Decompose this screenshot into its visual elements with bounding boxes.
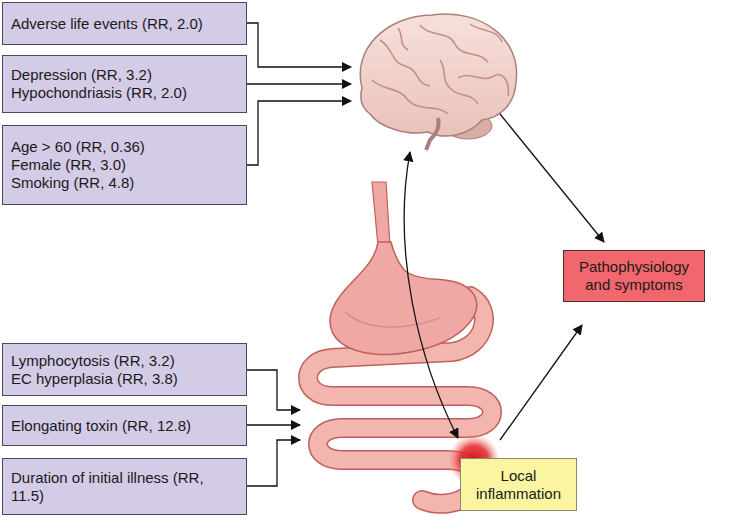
risk-factor-box: Lymphocytosis (RR, 3.2)EC hyperplasia (R… <box>2 343 247 396</box>
cerebrum <box>360 14 516 136</box>
brain-gyrus <box>398 28 408 50</box>
stomach-fold <box>345 312 440 327</box>
leader-arrow <box>247 83 351 84</box>
brain-gyrus <box>458 75 508 96</box>
risk-factor-box: Duration of initial illness (RR, 11.5) <box>2 458 247 515</box>
leader-arrow <box>247 101 351 165</box>
brain-gyrus <box>420 25 488 62</box>
box-text: Hypochondriasis (RR, 2.0) <box>11 84 238 102</box>
risk-factor-box: Elongating toxin (RR, 12.8) <box>2 405 247 446</box>
brain-gyrus <box>470 24 502 42</box>
brain-gut-arrow <box>404 152 458 438</box>
note-box: Local inflammation <box>460 458 577 511</box>
box-text: Duration of initial illness (RR, 11.5) <box>11 469 238 505</box>
brain-gyrus <box>440 60 478 104</box>
risk-factor-box: Depression (RR, 3.2)Hypochondriasis (RR,… <box>2 55 247 113</box>
box-text: EC hyperplasia (RR, 3.8) <box>11 370 238 388</box>
box-text: Depression (RR, 3.2) <box>11 66 238 84</box>
brain-stem <box>426 118 439 150</box>
outcome-box: Pathophysiology and symptoms <box>563 250 705 302</box>
brain-illustration <box>360 14 516 150</box>
risk-factor-box: Adverse life events (RR, 2.0) <box>2 2 247 45</box>
leader-arrow <box>500 114 604 242</box>
box-text: Elongating toxin (RR, 12.8) <box>11 417 238 435</box>
stomach <box>330 242 477 355</box>
brain-gyrus <box>372 80 448 114</box>
leader-arrow <box>247 23 351 67</box>
box-text: Smoking (RR, 4.8) <box>11 174 238 192</box>
box-text: Lymphocytosis (RR, 3.2) <box>11 352 238 370</box>
leader-arrow <box>247 370 300 410</box>
box-text: Female (RR, 3.0) <box>11 156 238 174</box>
leader-arrow <box>247 440 300 486</box>
box-text: Age > 60 (RR, 0.36) <box>11 138 238 156</box>
leader-arrow <box>500 325 582 440</box>
box-text: Local inflammation <box>469 467 568 503</box>
box-text: Adverse life events (RR, 2.0) <box>11 15 238 33</box>
leader-arrow <box>247 424 300 425</box>
risk-factor-box: Age > 60 (RR, 0.36)Female (RR, 3.0)Smoki… <box>2 125 247 205</box>
esophagus <box>372 182 390 246</box>
box-text: Pathophysiology and symptoms <box>572 258 696 294</box>
